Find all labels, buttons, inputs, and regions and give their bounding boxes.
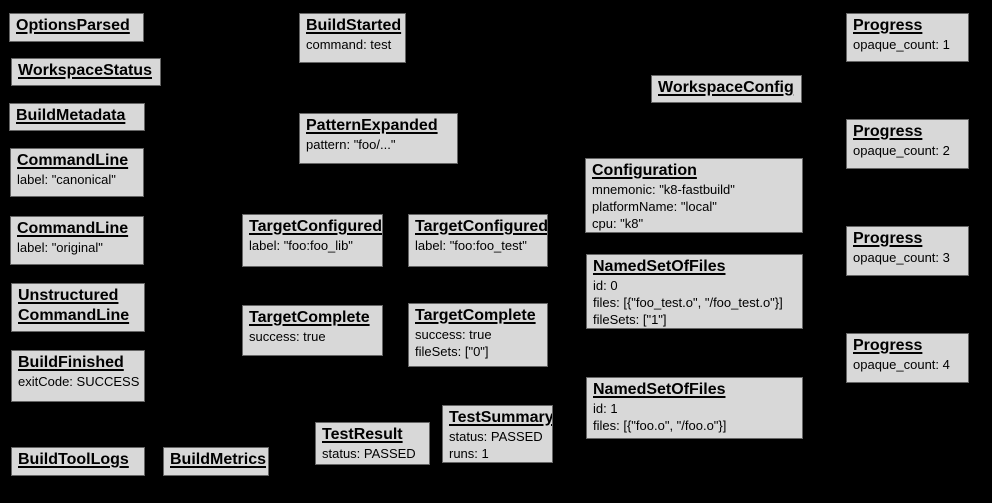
node-detail: files: [{"foo.o", "/foo.o"}] (593, 418, 727, 433)
node-progress-3: Progress opaque_count: 3 (846, 226, 969, 276)
node-detail: fileSets: ["1"] (593, 312, 667, 327)
node-detail: opaque_count: 2 (853, 143, 950, 158)
node-detail: id: 1 (593, 401, 618, 416)
node-detail: id: 0 (593, 278, 618, 293)
node-detail: opaque_count: 4 (853, 357, 950, 372)
node-title: WorkspaceStatus (18, 62, 152, 79)
node-detail: files: [{"foo_test.o", "/foo_test.o"}] (593, 295, 783, 310)
node-build-metadata: BuildMetadata (9, 103, 145, 131)
node-title: Progress (853, 337, 923, 354)
node-target-complete-test: TargetComplete success: true fileSets: [… (408, 303, 548, 367)
node-title: OptionsParsed (16, 17, 130, 34)
node-target-configured-test: TargetConfigured label: "foo:foo_test" (408, 214, 548, 267)
node-test-result: TestResult status: PASSED (315, 422, 430, 465)
node-title: NamedSetOfFiles (593, 258, 726, 275)
node-detail: label: "foo:foo_lib" (249, 238, 353, 253)
node-detail: status: PASSED (449, 429, 543, 444)
node-title: TargetComplete (249, 309, 370, 326)
node-title: TestSummary (449, 409, 553, 426)
node-title: TargetConfigured (249, 218, 383, 235)
node-pattern-expanded: PatternExpanded pattern: "foo/..." (299, 113, 458, 164)
node-target-configured-lib: TargetConfigured label: "foo:foo_lib" (242, 214, 383, 267)
node-workspace-config: WorkspaceConfig (651, 75, 802, 103)
node-detail: exitCode: SUCCESS (18, 374, 140, 389)
node-detail: fileSets: ["0"] (415, 344, 489, 359)
node-named-set-of-files-0: NamedSetOfFiles id: 0 files: [{"foo_test… (586, 254, 803, 329)
node-progress-4: Progress opaque_count: 4 (846, 333, 969, 383)
node-progress-2: Progress opaque_count: 2 (846, 119, 969, 169)
node-detail: label: "canonical" (17, 172, 116, 187)
node-title: BuildStarted (306, 17, 402, 34)
node-command-line-original: CommandLine label: "original" (10, 216, 144, 265)
node-configuration: Configuration mnemonic: "k8-fastbuild" p… (585, 158, 803, 233)
node-title: BuildToolLogs (18, 451, 129, 468)
node-build-tool-logs: BuildToolLogs (11, 447, 145, 476)
node-workspace-status: WorkspaceStatus (11, 58, 161, 86)
node-title: Progress (853, 17, 923, 34)
node-named-set-of-files-1: NamedSetOfFiles id: 1 files: [{"foo.o", … (586, 377, 803, 439)
node-detail: opaque_count: 3 (853, 250, 950, 265)
node-test-summary: TestSummary status: PASSED runs: 1 (442, 405, 553, 463)
node-detail: cpu: "k8" (592, 216, 644, 231)
node-command-line-canonical: CommandLine label: "canonical" (10, 148, 144, 197)
node-detail: runs: 1 (449, 446, 489, 461)
node-detail: label: "original" (17, 240, 103, 255)
node-detail: command: test (306, 37, 392, 52)
node-build-started: BuildStarted command: test (299, 13, 406, 63)
node-detail: mnemonic: "k8-fastbuild" (592, 182, 735, 197)
node-title: Progress (853, 123, 923, 140)
node-detail: pattern: "foo/..." (306, 137, 396, 152)
node-detail: success: true (249, 329, 326, 344)
node-title: Configuration (592, 162, 697, 179)
node-detail: platformName: "local" (592, 199, 717, 214)
node-title: TargetComplete (415, 307, 536, 324)
node-title: CommandLine (17, 152, 129, 169)
node-progress-1: Progress opaque_count: 1 (846, 13, 969, 62)
node-title: PatternExpanded (306, 117, 438, 134)
node-detail: success: true (415, 327, 492, 342)
node-target-complete-lib: TargetComplete success: true (242, 305, 383, 356)
node-title: Progress (853, 230, 923, 247)
node-build-finished: BuildFinished exitCode: SUCCESS (11, 350, 145, 402)
node-detail: status: PASSED (322, 446, 416, 461)
node-title: BuildFinished (18, 354, 124, 371)
node-title: TestResult (322, 426, 403, 443)
node-detail: label: "foo:foo_test" (415, 238, 527, 253)
node-detail: opaque_count: 1 (853, 37, 950, 52)
node-title: TargetConfigured (415, 218, 548, 235)
node-title: WorkspaceConfig (658, 79, 794, 96)
node-title: NamedSetOfFiles (593, 381, 726, 398)
node-title: BuildMetrics (170, 451, 267, 468)
node-build-metrics: BuildMetrics (163, 447, 269, 476)
node-options-parsed: OptionsParsed (9, 13, 144, 42)
node-title: BuildMetadata (16, 107, 126, 124)
node-title: CommandLine (17, 220, 129, 237)
